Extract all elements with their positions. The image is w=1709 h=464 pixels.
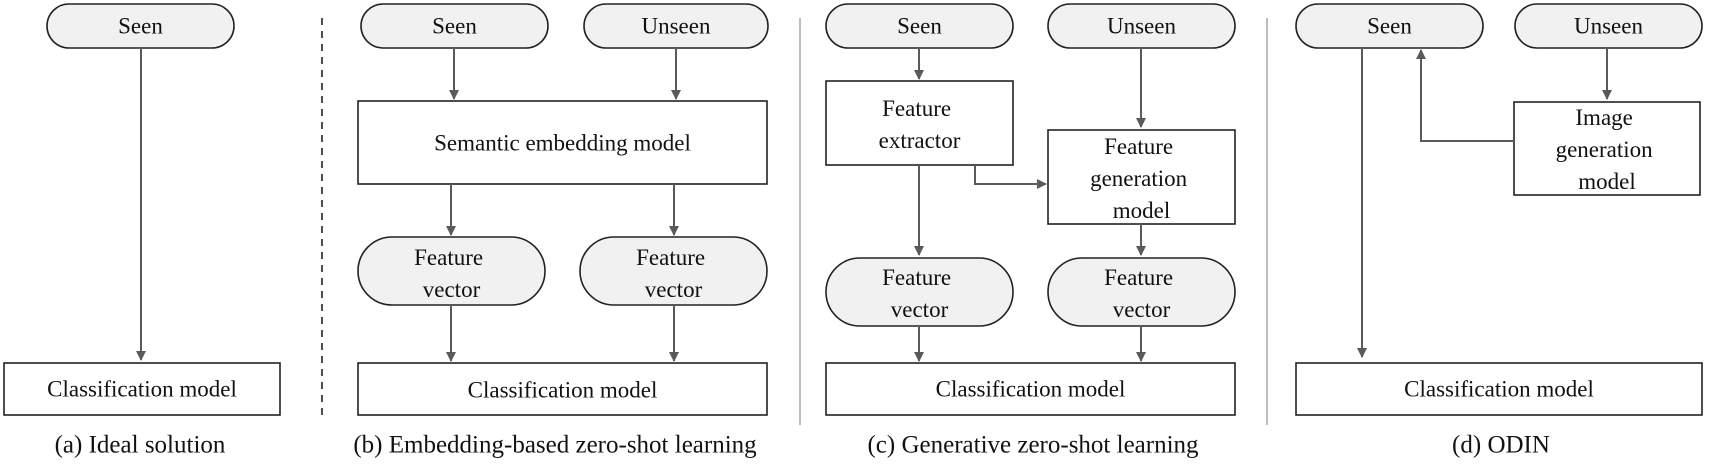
panel-c: Seen Unseen Feature extractor Feature ge… (825, 3, 1236, 459)
classification-model-label: Classification model (936, 377, 1126, 402)
classification-model-label: Classification model (1404, 377, 1594, 402)
edge-image-generation-to-seen (1416, 49, 1514, 142)
semantic-embedding-model-node (357, 100, 768, 185)
seen-label: Seen (1367, 14, 1412, 39)
image-generation-model-label: Image generation model (1556, 105, 1659, 194)
seen-label: Seen (897, 14, 942, 39)
classification-model-node (3, 362, 281, 416)
feature-vector-right-label: Feature vector (636, 245, 711, 302)
caption-d: (d) ODIN (1452, 432, 1550, 459)
caption-a: (a) Ideal solution (55, 432, 226, 459)
panel-b: Seen Unseen Semantic embedding model Fea… (353, 3, 769, 459)
feature-vector-left-label: Feature vector (882, 265, 957, 322)
classification-model-node (1295, 362, 1703, 416)
feature-extractor-node (825, 80, 1014, 166)
feature-generation-model-label: Feature generation model (1090, 134, 1193, 223)
edge-extractor-to-generation (974, 165, 1047, 189)
feature-vector-right-label: Feature vector (1104, 265, 1179, 322)
seen-label: Seen (432, 14, 477, 39)
unseen-label: Unseen (1107, 14, 1176, 39)
unseen-label: Unseen (642, 14, 711, 39)
classification-model-node (357, 362, 768, 416)
seen-node (1295, 3, 1484, 49)
classification-model-label: Classification model (468, 378, 658, 403)
feature-extractor-label: Feature extractor (879, 96, 961, 153)
caption-c: (c) Generative zero-shot learning (867, 432, 1199, 459)
classification-model-label: Classification model (47, 377, 237, 402)
unseen-node (1514, 3, 1703, 49)
feature-generation-model-node (1047, 129, 1236, 225)
seen-label: Seen (118, 14, 163, 39)
image-generation-model-node (1513, 101, 1701, 196)
classification-model-node (825, 362, 1236, 416)
semantic-embedding-model-label: Semantic embedding model (434, 131, 691, 156)
panel-a: Seen Classification model (a) Ideal solu… (3, 3, 281, 459)
unseen-label: Unseen (1574, 14, 1643, 39)
panel-d: Seen Unseen Image generation model Class… (1295, 3, 1703, 459)
caption-b: (b) Embedding-based zero-shot learning (353, 432, 757, 459)
feature-vector-left-label: Feature vector (414, 245, 489, 302)
